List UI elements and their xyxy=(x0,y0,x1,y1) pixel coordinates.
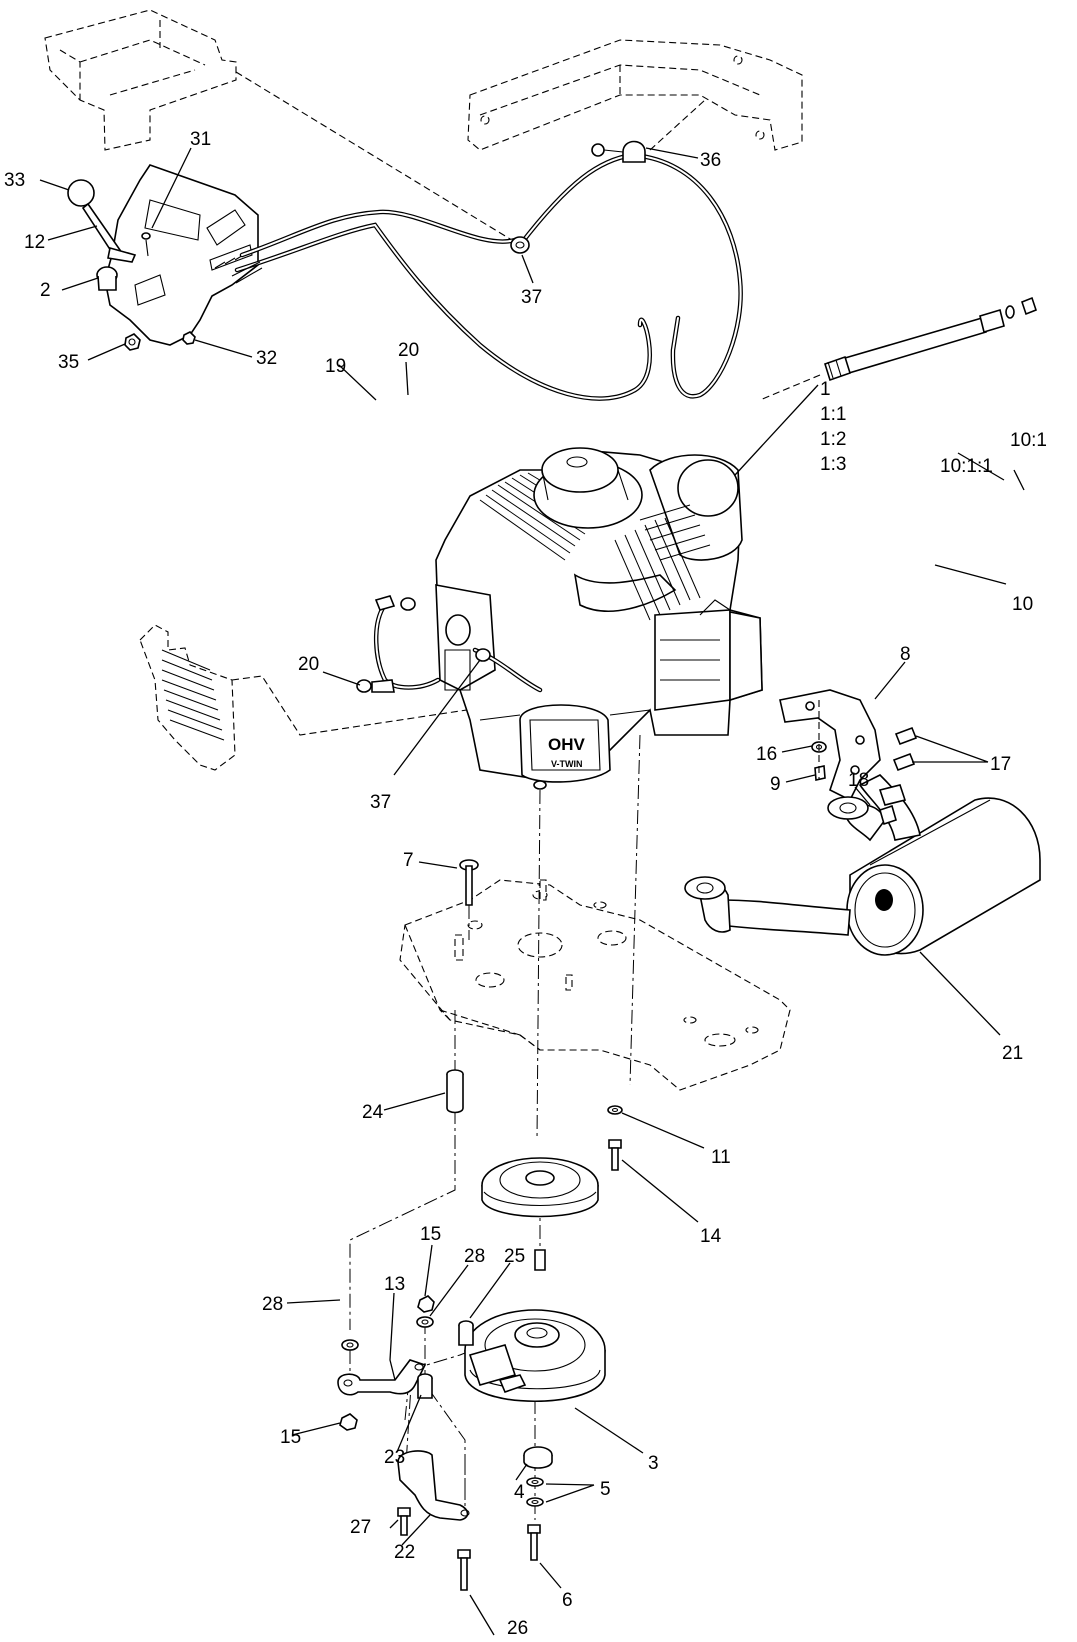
intake-pipe xyxy=(573,573,677,612)
air-cleaner xyxy=(639,454,743,561)
callout-9: 9 xyxy=(770,774,781,795)
callout-21: 21 xyxy=(1002,1043,1023,1064)
callout-31: 31 xyxy=(190,129,211,150)
bolt-27 xyxy=(397,1507,411,1536)
pto-clutch xyxy=(464,1309,606,1402)
o-ring-10-1-1 xyxy=(1005,305,1015,319)
callout-10-1-1: 10:1:1 xyxy=(940,456,993,477)
callout-32: 32 xyxy=(256,348,277,369)
callout-25: 25 xyxy=(504,1246,525,1267)
frame-bracket-ghost-top-right xyxy=(467,39,803,151)
washer-5-upper xyxy=(526,1477,544,1487)
carriage-bolt-7 xyxy=(459,859,479,906)
hose-clamp-20-upper xyxy=(400,597,416,611)
callout-27: 27 xyxy=(350,1517,371,1538)
nut-35 xyxy=(124,333,141,351)
callout-24: 24 xyxy=(362,1102,384,1123)
washer-28-left xyxy=(341,1339,359,1351)
hose-clamp-20-lower xyxy=(356,679,395,693)
callout-2: 2 xyxy=(40,280,51,301)
callout-15-lower: 15 xyxy=(280,1427,301,1448)
bolt-6 xyxy=(527,1524,541,1561)
air-filter-cover xyxy=(533,447,643,529)
drain-cap-10-1 xyxy=(1021,296,1037,316)
callout-22: 22 xyxy=(394,1542,415,1563)
callout-26: 26 xyxy=(507,1618,528,1639)
washer-11 xyxy=(607,1105,623,1115)
bolt-17-upper xyxy=(894,726,918,746)
callout-10: 10 xyxy=(1012,594,1033,615)
callout-12: 12 xyxy=(24,232,45,253)
cable-clamp-37-upper xyxy=(510,236,530,254)
spacer-23 xyxy=(417,1373,433,1399)
nut-32 xyxy=(182,331,196,345)
callout-8: 8 xyxy=(900,644,911,665)
callout-11: 11 xyxy=(711,1147,731,1168)
callout-13: 13 xyxy=(384,1274,405,1295)
callout-19: 19 xyxy=(325,356,346,377)
throttle-knob xyxy=(67,179,137,263)
callout-15-upper: 15 xyxy=(420,1224,441,1245)
throttle-cables xyxy=(231,152,743,401)
ignition-key xyxy=(96,266,118,291)
cable-clamp-37-lower xyxy=(475,648,491,662)
callout-1: 1 xyxy=(820,379,831,400)
callout-1-1: 1:1 xyxy=(820,404,846,425)
muffler xyxy=(684,774,1041,956)
callout-20-upper: 20 xyxy=(398,340,419,361)
callout-28-left: 28 xyxy=(262,1294,283,1315)
cable-clamp-36 xyxy=(591,140,646,163)
callout-33: 33 xyxy=(4,170,25,191)
callout-18: 18 xyxy=(848,770,869,791)
engine-assembly: OHV V-TWIN xyxy=(435,447,763,790)
callout-37-lower: 37 xyxy=(370,792,391,813)
clutch-bracket-22 xyxy=(397,1450,470,1521)
ohv-logo: OHV xyxy=(548,735,586,754)
callout-14: 14 xyxy=(700,1226,722,1247)
callout-6: 6 xyxy=(562,1590,573,1611)
spacer-24 xyxy=(446,1069,464,1114)
callout-leaders xyxy=(39,147,1025,1636)
frame-bracket-ghost-top-left xyxy=(44,9,237,151)
callout-37-upper: 37 xyxy=(521,287,542,308)
clutch-bracket-13 xyxy=(337,1359,427,1396)
callout-4: 4 xyxy=(514,1482,525,1503)
callout-16: 16 xyxy=(756,744,777,765)
callout-1-3: 1:3 xyxy=(820,454,846,475)
callout-5: 5 xyxy=(600,1479,611,1500)
spacer-4 xyxy=(523,1446,553,1469)
bolt-14 xyxy=(608,1139,622,1171)
callout-28-right: 28 xyxy=(464,1246,485,1267)
oil-drain-hose xyxy=(824,296,1037,382)
callout-labels: 33 31 12 2 35 32 36 37 1 1:1 1:2 1:3 10:… xyxy=(4,129,1047,1639)
nut-15-lower xyxy=(339,1413,358,1431)
callout-7: 7 xyxy=(403,850,414,871)
callout-17: 17 xyxy=(990,754,1011,775)
engine-pulley xyxy=(481,1157,599,1271)
screw-31 xyxy=(141,232,151,257)
engine-cooling-fins-right xyxy=(614,517,701,621)
bolt-26 xyxy=(457,1549,471,1591)
callout-20-lower: 20 xyxy=(298,654,319,675)
valve-cover: OHV V-TWIN xyxy=(519,704,611,783)
washer-28-right xyxy=(416,1316,434,1328)
washer-25 xyxy=(458,1320,474,1346)
callout-35: 35 xyxy=(58,352,79,373)
callout-23: 23 xyxy=(384,1447,405,1468)
bolt-17-lower xyxy=(892,752,916,772)
callout-10-1: 10:1 xyxy=(1010,430,1047,451)
callout-1-2: 1:2 xyxy=(820,429,846,450)
washer-5-lower xyxy=(526,1497,544,1507)
callout-3: 3 xyxy=(648,1453,659,1474)
nut-15-upper xyxy=(417,1295,435,1313)
engine-deck-plate-ghost xyxy=(399,879,791,1091)
callout-36: 36 xyxy=(700,150,721,171)
exhaust-clamp-18 xyxy=(878,784,907,826)
engine-shield-ghost-left xyxy=(139,624,236,771)
v-twin-logo: V-TWIN xyxy=(551,759,583,769)
bolt-9 xyxy=(814,765,826,781)
